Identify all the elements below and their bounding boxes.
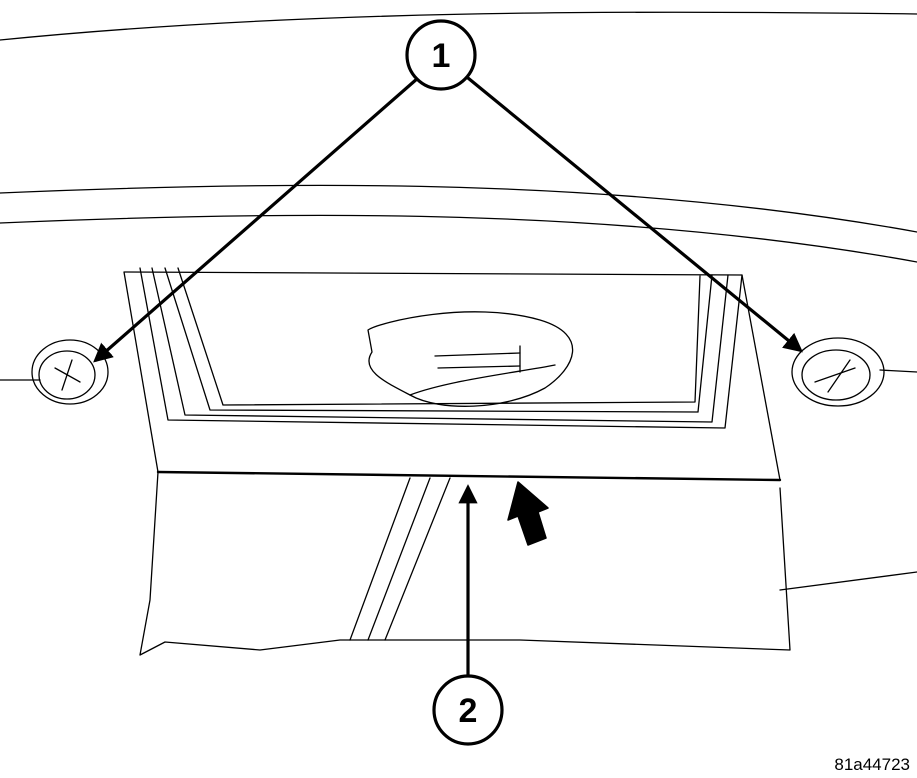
latch-handle: [367, 311, 574, 407]
dash-top-contours: [0, 11, 917, 591]
glove-box-door: [123, 267, 782, 482]
figure-code: 81a44723: [834, 755, 910, 774]
left-fastener: [31, 339, 109, 405]
lower-dash-panel: [139, 471, 791, 656]
right-fastener: [791, 337, 885, 407]
callout-1-leaders: [93, 76, 803, 363]
callout-2: 2: [432, 674, 504, 746]
callout-1-label: 1: [432, 37, 451, 75]
callout-1: 1: [405, 19, 477, 91]
callout-2-label: 2: [459, 692, 478, 730]
direction-arrow: [507, 481, 549, 546]
